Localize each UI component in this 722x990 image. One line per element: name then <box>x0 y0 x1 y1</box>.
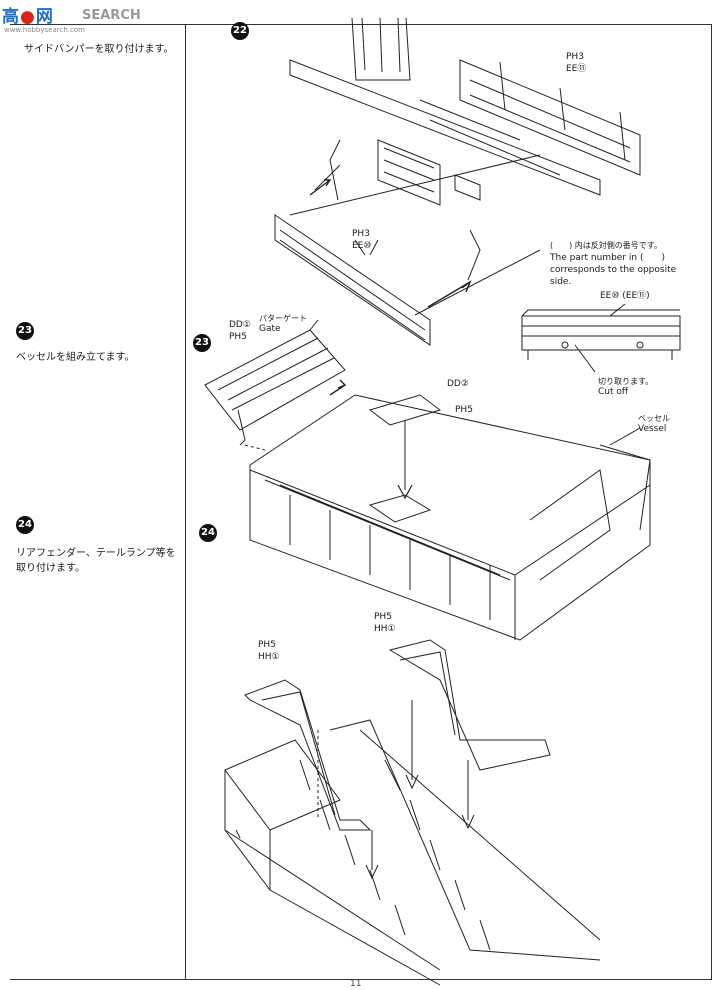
label-gate-japanese: パターゲート <box>259 314 307 323</box>
label-ee-pair: EE⑩ (EE⑪) <box>600 291 650 301</box>
note-english-1: The part number in ( ) <box>550 253 665 263</box>
instruction-text-column <box>10 24 186 980</box>
step-24-description: リアフェンダー、テールランプ等を取り付けます。 <box>16 548 176 574</box>
label-cut-japanese: 切り取ります。 <box>598 377 654 386</box>
label-ph3-a: PH3 <box>566 52 584 62</box>
note-japanese: ( ) 内は反対側の番号です。 <box>550 241 662 250</box>
label-gate-english: Gate <box>259 324 281 334</box>
watermark-search-text: SEARCH <box>82 8 141 23</box>
label-dd2: DD② <box>447 379 469 389</box>
step-22-description: サイドバンパーを取り付けます。 <box>24 44 174 55</box>
step-23-vessel-drawing <box>205 320 650 640</box>
step-22-badge: 22 <box>231 22 249 40</box>
watermark-logo-a: 高 <box>2 7 20 27</box>
label-vessel-japanese: ベッセル <box>638 414 670 423</box>
opposite-side-note: ( ) 内は反対側の番号です。 The part number in ( ) c… <box>550 240 700 288</box>
label-ee10: EE⑩ <box>352 241 372 251</box>
label-ph5-fender-left: PH5 <box>258 640 276 650</box>
step-23-description: ベッセルを組み立てます。 <box>16 352 135 363</box>
label-dd1: DD① <box>229 320 251 330</box>
label-cut-english: Cut off <box>598 387 629 397</box>
step-23-badge: 23 <box>193 334 211 352</box>
step-22-chassis-drawing <box>275 18 640 345</box>
step-24-badge-left: 24 <box>16 516 34 534</box>
note-english-2: corresponds to the opposite side. <box>550 265 677 287</box>
step-22-cutoff-detail <box>522 304 680 372</box>
step-23-badge-left: 23 <box>16 322 34 340</box>
label-ph5-fender-right: PH5 <box>374 612 392 622</box>
label-ph5-gate: PH5 <box>229 332 247 342</box>
watermark-logo-b: 网 <box>35 7 54 27</box>
label-hh1-fender-left: HH① <box>258 652 280 662</box>
step-24-badge: 24 <box>199 524 217 542</box>
page-number: 11 <box>350 979 362 989</box>
label-ph3-b: PH3 <box>352 229 370 239</box>
watermark-logo: 高●网 <box>2 2 54 27</box>
illustration-column <box>186 24 712 980</box>
label-vessel-english: Vessel <box>638 424 667 434</box>
label-ph5-vessel: PH5 <box>455 405 473 415</box>
label-hh1-fender-right: HH① <box>374 624 396 634</box>
watermark-url: www.hobbysearch.com <box>4 26 85 34</box>
label-ee11: EE⑪ <box>566 64 587 74</box>
watermark-logo-mark: ● <box>20 7 36 27</box>
step-24-fender-drawing <box>225 640 600 985</box>
site-watermark: 高●网 SEARCH www.hobbysearch.com <box>2 2 172 34</box>
